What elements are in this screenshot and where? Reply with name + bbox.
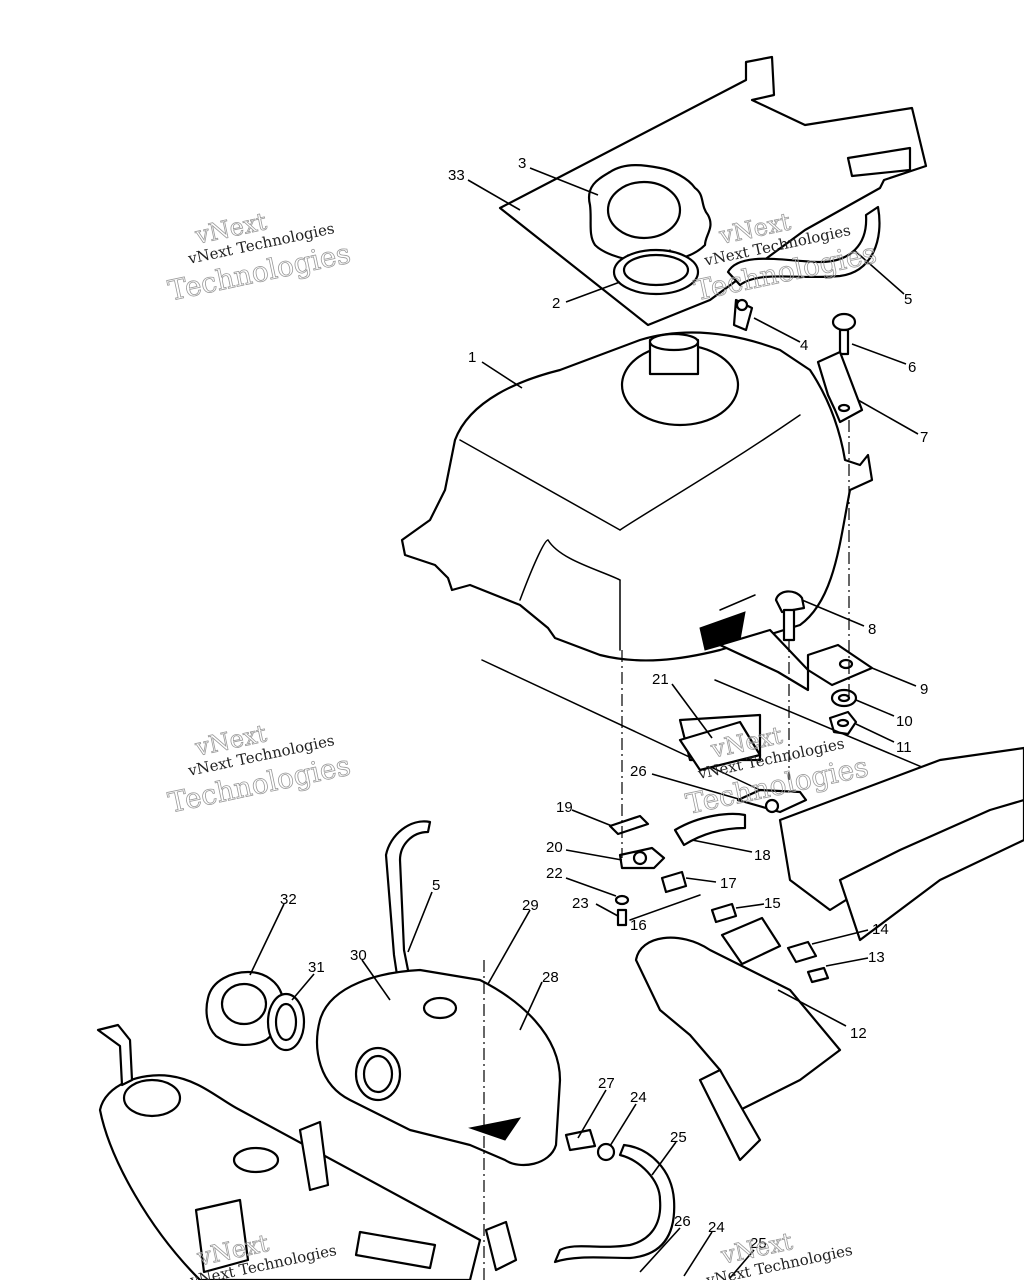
- callout-16: 16: [630, 917, 647, 934]
- watermark-top-left: vNext vNext Technologies Technologies: [165, 207, 354, 308]
- callout-27: 27: [598, 1075, 615, 1092]
- callout-labels: 33 3 2 1 5 4 6 7 8 9 10 11 21 26 19 18 2…: [280, 155, 928, 1252]
- callout-21: 21: [652, 671, 669, 688]
- assembly-centerlines: [483, 420, 850, 1280]
- callout-31: 31: [308, 959, 325, 976]
- callout-10: 10: [896, 713, 913, 730]
- washer-part-10: [830, 688, 858, 708]
- callout-2: 2: [552, 295, 560, 312]
- callout-20: 20: [546, 839, 563, 856]
- frame-chassis: [481, 659, 1024, 1162]
- clip-part-26: [736, 788, 808, 814]
- callout-33: 33: [448, 167, 465, 184]
- vent-hose-part-5b: [384, 820, 432, 997]
- callout-8: 8: [868, 621, 876, 638]
- callout-28: 28: [542, 969, 559, 986]
- callout-5-bottom: 5: [432, 877, 440, 894]
- bracket-part-7: [816, 350, 864, 424]
- callout-13: 13: [868, 949, 885, 966]
- callout-14: 14: [872, 921, 889, 938]
- bracket-part-9: [718, 628, 874, 692]
- callout-19: 19: [556, 799, 573, 816]
- watermark-mid-left: vNext vNext Technologies Technologies: [165, 719, 354, 820]
- reservoir-part-28: [316, 968, 562, 1167]
- screw-part-13: [806, 966, 830, 984]
- callout-29: 29: [522, 897, 539, 914]
- hose-part-25: [553, 1143, 676, 1264]
- gasket-part-2: [612, 248, 700, 296]
- callout-9: 9: [920, 681, 928, 698]
- vent-hose-part-5: [726, 205, 881, 287]
- callout-18: 18: [754, 847, 771, 864]
- callout-1: 1: [468, 349, 476, 366]
- lower-frame: [96, 1023, 518, 1280]
- callout-26-top: 26: [630, 763, 647, 780]
- callout-26-bottom: 26: [674, 1213, 691, 1230]
- spring-part-15: [710, 902, 738, 924]
- fitting-part-4: [732, 298, 754, 332]
- connector-part-17: [660, 870, 688, 894]
- washer-part-22: [614, 894, 630, 906]
- fuel-tank-part-1: [400, 331, 874, 662]
- callout-23: 23: [572, 895, 589, 912]
- callout-7: 7: [920, 429, 928, 446]
- callout-11: 11: [896, 739, 912, 756]
- callout-32: 32: [280, 891, 297, 908]
- hose-part-18: [673, 812, 747, 847]
- valve-part-20: [618, 846, 666, 870]
- callout-6: 6: [908, 359, 916, 376]
- clamp-part-14: [786, 940, 818, 964]
- callout-17: 17: [720, 875, 737, 892]
- mount-part-12: [720, 916, 782, 966]
- callout-4: 4: [800, 337, 808, 354]
- callout-24-bottom: 24: [708, 1219, 725, 1236]
- bolt-part-6: [831, 312, 857, 356]
- callout-3: 3: [518, 155, 526, 172]
- leader-lines: [249, 167, 919, 1279]
- clamp-part-24: [596, 1142, 616, 1162]
- callout-25-mid: 25: [670, 1129, 687, 1146]
- shield-part-21: [678, 720, 762, 772]
- callout-30: 30: [350, 947, 367, 964]
- callout-12: 12: [850, 1025, 867, 1042]
- callout-15: 15: [764, 895, 781, 912]
- ring-part-31: [266, 992, 306, 1052]
- callout-5-top: 5: [904, 291, 912, 308]
- plate-part-19: [608, 814, 650, 836]
- callout-22: 22: [546, 865, 563, 882]
- callout-25-bottom: 25: [750, 1235, 767, 1252]
- callout-24-mid: 24: [630, 1089, 647, 1106]
- line-part-16: [629, 894, 701, 921]
- watermark-bottom-right: vNext vNext Technologies: [704, 1227, 854, 1280]
- screw-part-23: [616, 908, 628, 927]
